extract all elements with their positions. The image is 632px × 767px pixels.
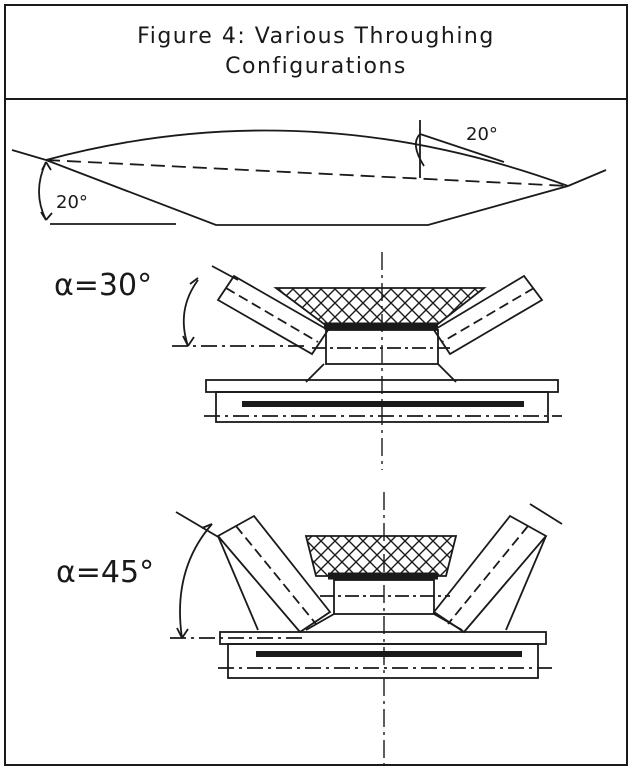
angle-arc-45 xyxy=(179,523,213,639)
caption-cell: Figure 4: Various Throughing Configurati… xyxy=(6,6,626,100)
angle-arrow-top-45 xyxy=(201,523,213,529)
figure-caption: Figure 4: Various Throughing Configurati… xyxy=(137,24,495,79)
belt-chord xyxy=(45,159,569,187)
top-left-angle: 20° xyxy=(56,192,88,213)
left-arrow-top xyxy=(41,161,52,171)
left-arrow-bottom xyxy=(40,211,53,221)
angle-arrow-45 xyxy=(176,627,189,639)
angle-label-45: α=45° xyxy=(56,555,154,590)
left-wing-axis-30 xyxy=(225,287,319,343)
right-wing-tip-45 xyxy=(529,503,563,525)
figure-cell: 20° 20° xyxy=(6,100,626,764)
angle-arc-30 xyxy=(182,279,199,347)
angle-arrow-30 xyxy=(182,335,195,347)
top-right-angle: 20° xyxy=(466,124,498,145)
return-idler-45 xyxy=(227,643,539,679)
material-load-45 xyxy=(304,535,458,577)
angle-label-30: α=30° xyxy=(54,268,152,303)
left-wing-idler-45 xyxy=(216,514,332,634)
left-wing-tip-30 xyxy=(211,265,239,281)
belt-bottom-outline xyxy=(45,159,607,226)
right-wing-axis-30 xyxy=(441,287,535,343)
right-support-45 xyxy=(505,535,547,631)
belt-profile-view xyxy=(11,120,607,226)
throughing-diagram: 20° 20° xyxy=(11,120,607,764)
right-wing-idler-30 xyxy=(432,274,544,356)
right-angle-arc xyxy=(414,133,425,167)
left-extension xyxy=(11,149,47,161)
left-wing-tip-45 xyxy=(175,511,221,539)
angle-arrow-top-30 xyxy=(189,277,199,285)
left-wing-idler-30 xyxy=(216,274,330,356)
return-idler-30 xyxy=(215,391,549,423)
right-angle-line xyxy=(419,133,505,163)
supports-30 xyxy=(305,363,457,383)
belt-arc xyxy=(45,129,569,187)
left-angle-arc xyxy=(38,161,47,221)
figure-frame: Figure 4: Various Throughing Configurati… xyxy=(4,4,628,766)
right-wing-axis-45 xyxy=(447,525,529,625)
supports-45 xyxy=(305,613,463,631)
left-support-45 xyxy=(217,535,259,631)
trough-45-view xyxy=(170,492,563,764)
left-wing-axis-45 xyxy=(235,525,317,625)
trough-30-view xyxy=(172,252,562,470)
